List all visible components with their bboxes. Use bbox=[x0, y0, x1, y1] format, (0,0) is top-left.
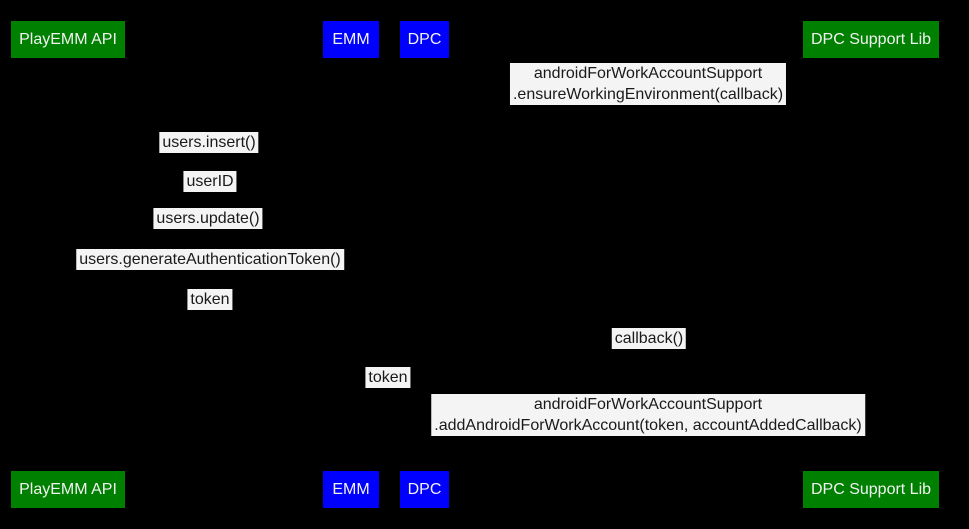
message-generate-authentication-token: users.generateAuthenticationToken() bbox=[76, 249, 344, 270]
actor-dpc-support-lib-bottom: DPC Support Lib bbox=[803, 471, 939, 508]
message-ensure-working-environment: androidForWorkAccountSupport .ensureWork… bbox=[509, 63, 787, 105]
message-users-insert: users.insert() bbox=[159, 132, 259, 153]
actor-emm-bottom: EMM bbox=[323, 471, 379, 508]
actor-dpc-top: DPC bbox=[400, 21, 449, 58]
message-line: .ensureWorkingEnvironment(callback) bbox=[512, 86, 784, 103]
message-add-android-for-work-account: androidForWorkAccountSupport .addAndroid… bbox=[431, 394, 865, 436]
actor-playemm-api-bottom: PlayEMM API bbox=[11, 471, 125, 508]
message-line: .addAndroidForWorkAccount(token, account… bbox=[434, 417, 862, 434]
message-line: androidForWorkAccountSupport bbox=[533, 396, 763, 413]
actor-dpc-bottom: DPC bbox=[400, 471, 449, 508]
message-line: token bbox=[368, 369, 408, 386]
message-callback: callback() bbox=[611, 328, 687, 349]
message-line: androidForWorkAccountSupport bbox=[533, 65, 763, 82]
actor-dpc-support-lib-top: DPC Support Lib bbox=[803, 21, 939, 58]
message-line: users.insert() bbox=[162, 134, 256, 151]
message-line: token bbox=[190, 291, 230, 308]
message-line: users.generateAuthenticationToken() bbox=[79, 251, 341, 268]
actor-playemm-api-top: PlayEMM API bbox=[11, 21, 125, 58]
message-line: userID bbox=[186, 173, 234, 190]
message-line: users.update() bbox=[156, 210, 260, 227]
message-token-forward: token bbox=[365, 367, 411, 388]
message-users-update: users.update() bbox=[153, 208, 263, 229]
message-userid: userID bbox=[183, 171, 237, 192]
message-token-return: token bbox=[187, 289, 233, 310]
message-line: callback() bbox=[614, 330, 684, 347]
actor-emm-top: EMM bbox=[323, 21, 379, 58]
